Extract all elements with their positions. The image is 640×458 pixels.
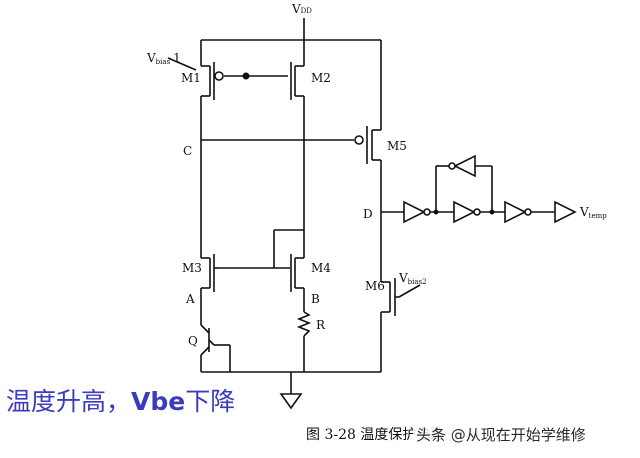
- transistor-m6: [381, 278, 399, 316]
- inverter-3-icon: [504, 200, 532, 224]
- vdd-label: VDD: [291, 2, 312, 16]
- q-label: Q: [188, 334, 198, 348]
- node-d-label: D: [363, 207, 373, 221]
- transistor-m1: [201, 62, 224, 100]
- inverter-chain: [403, 154, 577, 224]
- inverter-2-icon: [453, 200, 481, 224]
- m2-label: M2: [311, 71, 331, 85]
- m3-label: M3: [182, 261, 202, 275]
- node-a-label: A: [185, 292, 195, 306]
- figure-caption: 图 3-28 温度保护电路: [306, 427, 445, 443]
- vtemp-label: Vtemp: [579, 205, 607, 220]
- junction-dot: [242, 72, 250, 80]
- node-b-label: B: [311, 292, 320, 306]
- ground-icon: [279, 393, 303, 410]
- annotation-vbe: Vbe: [131, 387, 186, 416]
- r-label: R: [316, 318, 326, 332]
- wires: [167, 18, 555, 394]
- bjt-q: [200, 324, 215, 360]
- transistor-m3: [201, 254, 218, 292]
- transistor-m4: [290, 254, 304, 292]
- resistor-r: [296, 311, 312, 337]
- vbias2-label: Vbias2: [398, 271, 427, 286]
- m5-label: M5: [387, 139, 407, 153]
- junction-dot: [433, 209, 439, 215]
- junction-dot: [489, 209, 495, 215]
- transistor-m5: [354, 126, 381, 164]
- inverter-4-icon: [554, 200, 577, 224]
- watermark: 头条 @从现在开始学维修: [413, 424, 589, 445]
- transistor-m2: [290, 62, 304, 100]
- annotation-suffix: 下降: [185, 387, 236, 416]
- inverter-feedback-icon: [448, 154, 476, 178]
- node-c-label: C: [183, 144, 192, 158]
- annotation-prefix: 温度升高，: [6, 387, 132, 416]
- m4-label: M4: [311, 261, 331, 275]
- annotation-text: 温度升高，Vbe下降: [6, 382, 235, 418]
- m1-label: M1: [181, 71, 201, 85]
- inverter-1-icon: [403, 200, 431, 224]
- m6-label: M6: [365, 279, 385, 293]
